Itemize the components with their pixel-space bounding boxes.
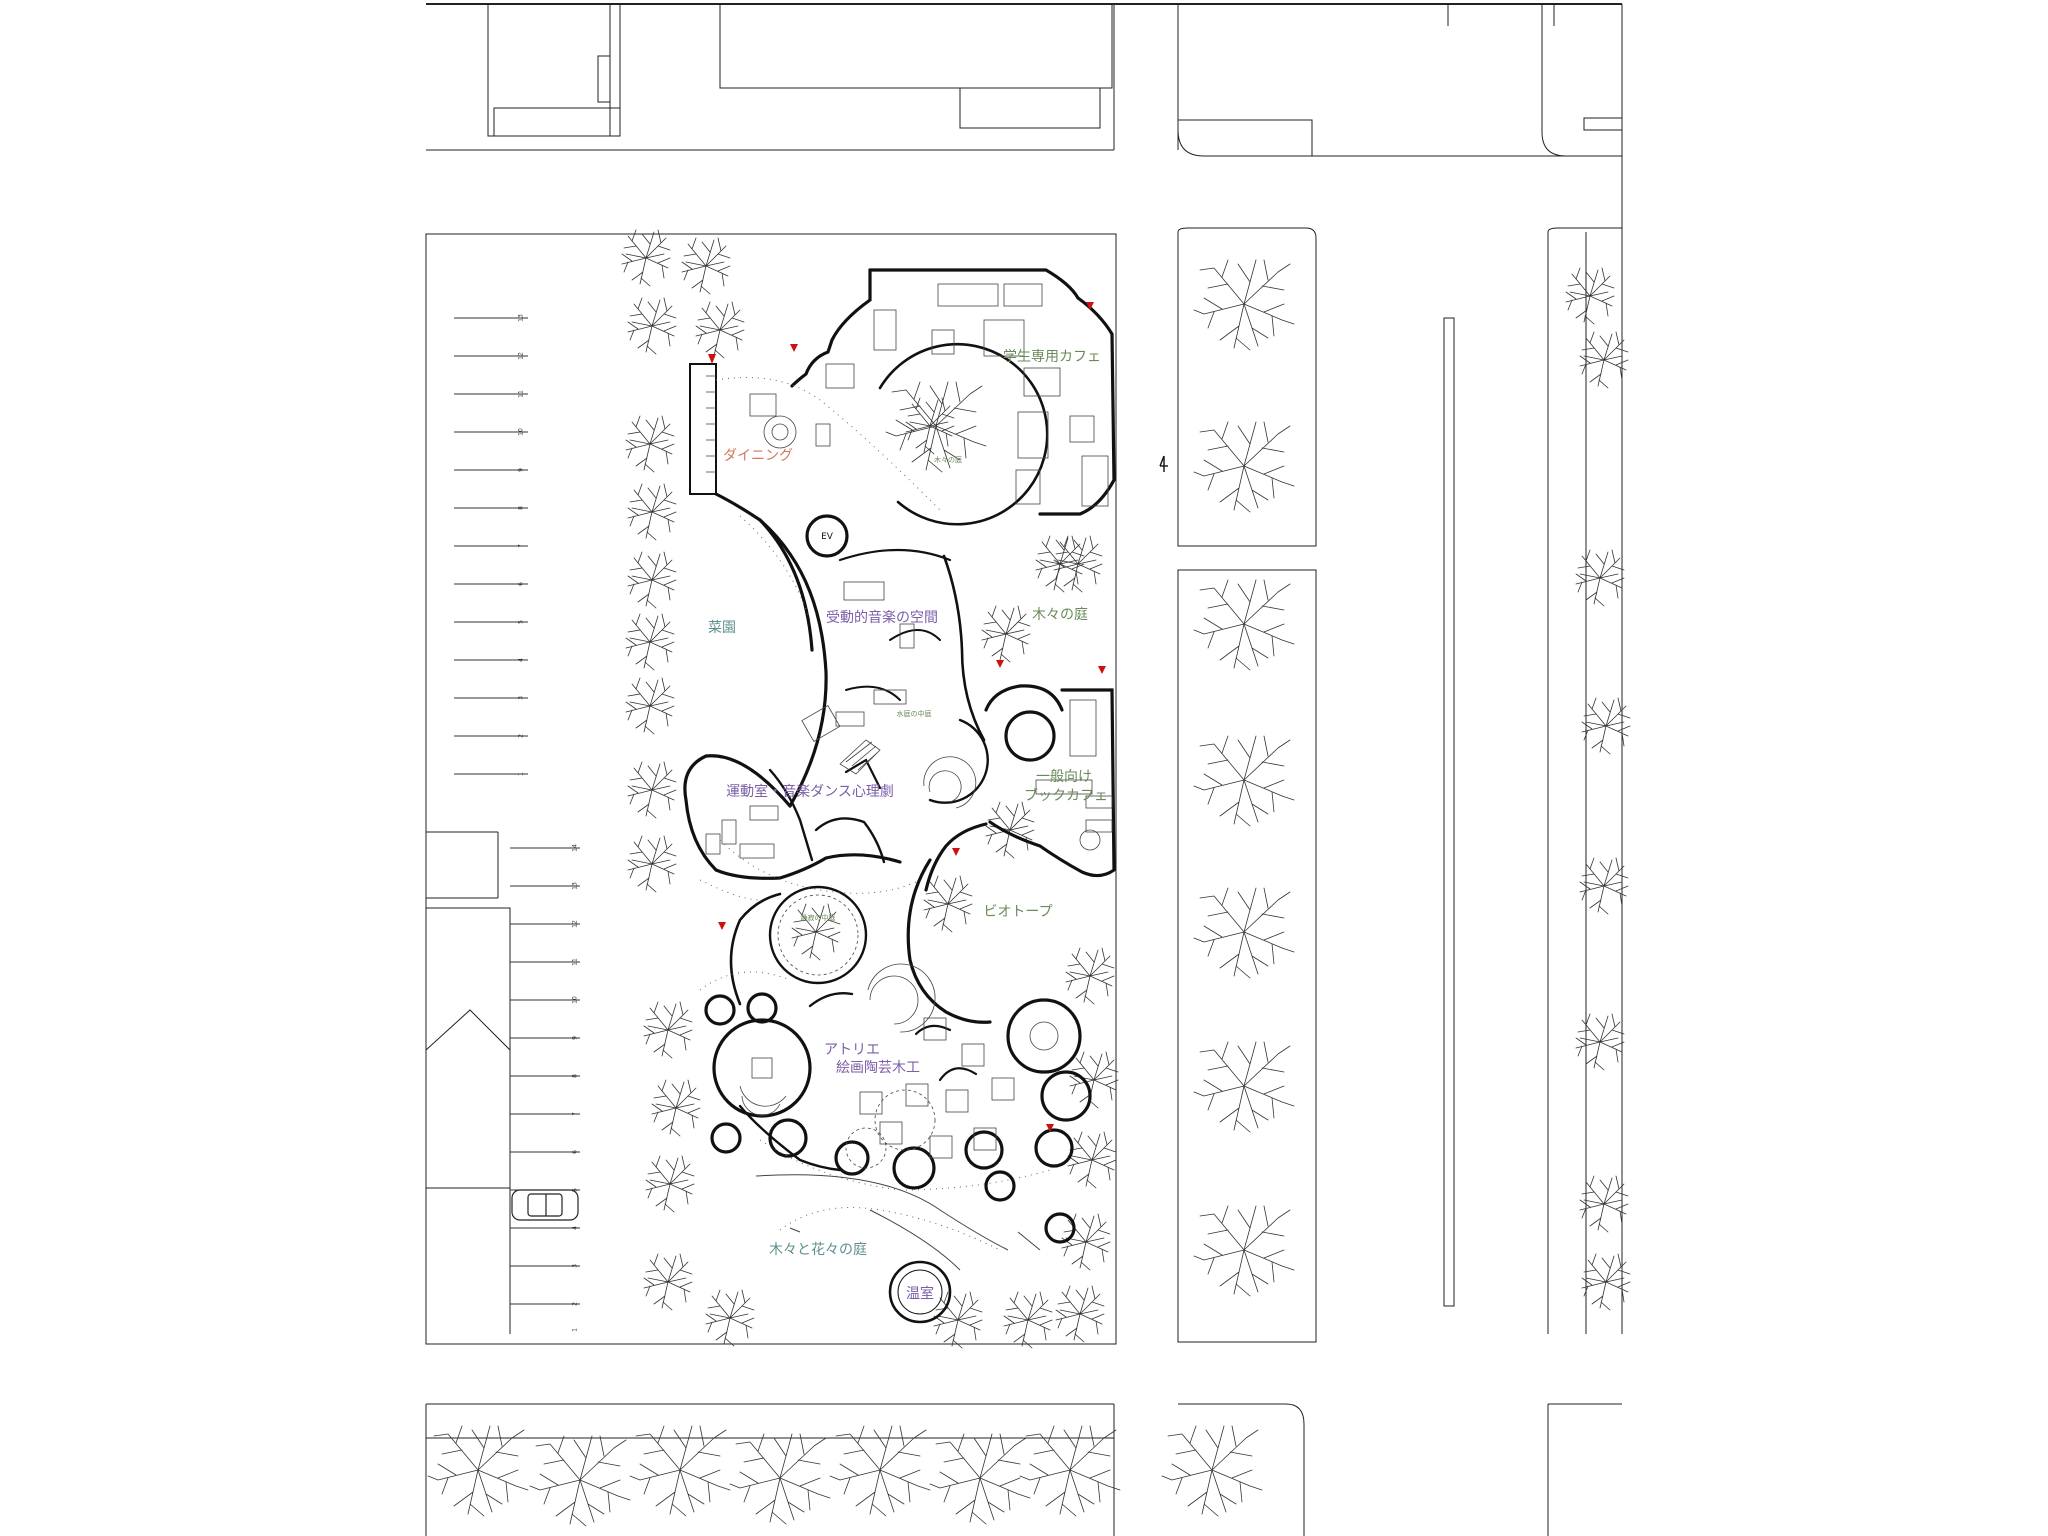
label-student-cafe: 学生専用カフェ bbox=[1003, 348, 1101, 365]
parking-number: 9 bbox=[571, 1036, 579, 1040]
parking-number: 8 bbox=[517, 506, 525, 510]
parking-number: 14 bbox=[571, 844, 579, 852]
parking-number: 12 bbox=[517, 352, 525, 360]
parking-number: 4 bbox=[517, 658, 525, 662]
car-icon bbox=[511, 1189, 579, 1221]
label-atelier-line2: 絵画陶芸木工 bbox=[836, 1059, 920, 1076]
parking-stalls bbox=[454, 317, 580, 1305]
label-passive-music: 受動的音楽の空間 bbox=[826, 609, 938, 626]
label-atelier-line1: アトリエ bbox=[824, 1041, 880, 1058]
parking-number: 1 bbox=[517, 772, 525, 776]
building-walls bbox=[683, 268, 1116, 1324]
dotted-paths bbox=[699, 377, 1051, 1251]
parking-number: 2 bbox=[517, 734, 525, 738]
parking-number: 7 bbox=[571, 1112, 579, 1116]
entrance-marker-icon bbox=[708, 302, 1106, 1132]
parking-number: 3 bbox=[517, 696, 525, 700]
north-arrow-icon bbox=[1159, 455, 1168, 472]
parking-number: 8 bbox=[571, 1074, 579, 1078]
label-movement-room: 運動室・音楽ダンス心理劇 bbox=[726, 783, 894, 800]
context-lines bbox=[425, 3, 1623, 1536]
label-ev: EV bbox=[821, 531, 833, 542]
label-public-book-cafe-line2: ブックカフェ bbox=[1024, 787, 1108, 804]
label-dining: ダイニング bbox=[723, 447, 793, 464]
parking-number: 12 bbox=[571, 920, 579, 928]
parking-number: 6 bbox=[571, 1150, 579, 1154]
parking-number: 6 bbox=[517, 582, 525, 586]
parking-number: 10 bbox=[571, 996, 579, 1004]
label-garden-trees: 木々の庭 bbox=[1032, 606, 1088, 623]
parking-number: 4 bbox=[571, 1226, 579, 1230]
parking-number: 1 bbox=[571, 1328, 579, 1332]
parking-number: 13 bbox=[517, 314, 525, 322]
parking-number: 5 bbox=[517, 620, 525, 624]
label-biotope: ビオトープ bbox=[983, 903, 1053, 920]
label-public-book-cafe-line1: 一般向け bbox=[1036, 768, 1092, 785]
label-courtyard-small-1: 木々の庭 bbox=[934, 455, 962, 464]
parking-number: 5 bbox=[571, 1188, 579, 1192]
label-greenhouse: 温室 bbox=[906, 1285, 934, 1302]
parking-number: 11 bbox=[571, 958, 579, 966]
parking-number: 11 bbox=[517, 390, 525, 398]
label-courtyard-small-3: 静寂の中庭 bbox=[800, 913, 836, 922]
garden-edges bbox=[755, 1174, 1041, 1271]
parking-number: 9 bbox=[517, 468, 525, 472]
parking-number: 3 bbox=[571, 1264, 579, 1268]
label-courtyard-small-2: 水庭の中庭 bbox=[896, 709, 932, 718]
parking-number: 10 bbox=[517, 428, 525, 436]
label-trees-flowers-garden: 木々と花々の庭 bbox=[769, 1241, 867, 1258]
parking-number: 7 bbox=[517, 544, 525, 548]
interior-details bbox=[705, 283, 1113, 1169]
parking-number: 2 bbox=[571, 1302, 579, 1306]
label-vegetable-garden: 菜園 bbox=[708, 619, 736, 636]
trees bbox=[427, 229, 1631, 1527]
parking-number: 13 bbox=[571, 882, 579, 890]
